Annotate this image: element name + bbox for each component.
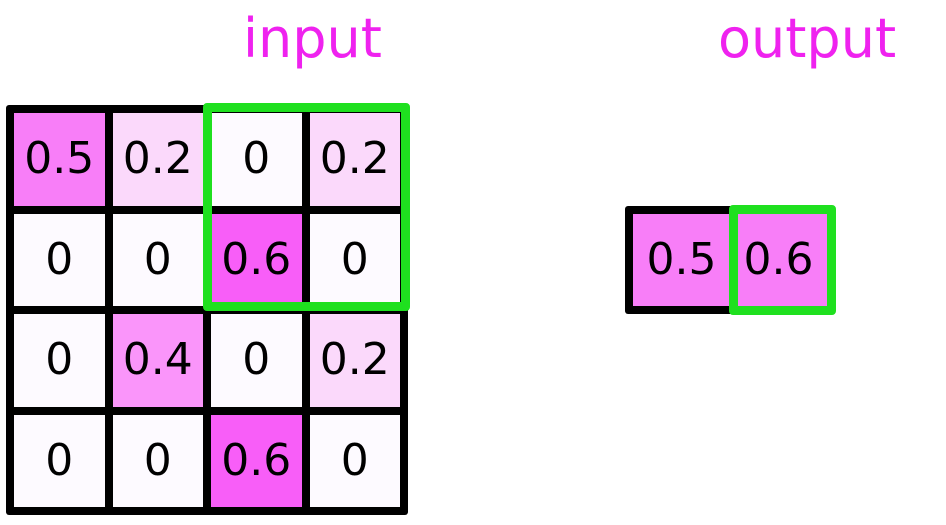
input-cell[interactable]: 0 — [309, 414, 400, 507]
input-cell[interactable]: 0.2 — [309, 113, 400, 206]
input-cell[interactable]: 0 — [14, 414, 105, 507]
input-cell[interactable]: 0 — [211, 314, 302, 407]
input-cell[interactable]: 0.6 — [211, 213, 302, 306]
output-cell[interactable]: 0.5 — [633, 214, 730, 306]
input-cell[interactable]: 0 — [14, 213, 105, 306]
input-cell[interactable]: 0 — [211, 113, 302, 206]
input-cell[interactable]: 0 — [112, 414, 203, 507]
input-matrix: 0.5 0.2 0 0.2 0 0 0.6 0 0 0.4 0 0.2 0 0 … — [6, 105, 408, 515]
input-title: input — [243, 7, 382, 70]
input-cell[interactable]: 0.6 — [211, 414, 302, 507]
input-cell[interactable]: 0.2 — [309, 314, 400, 407]
output-title: output — [718, 7, 897, 70]
input-cell[interactable]: 0 — [112, 213, 203, 306]
input-cell[interactable]: 0.2 — [112, 113, 203, 206]
input-cell[interactable]: 0.4 — [112, 314, 203, 407]
input-cell[interactable]: 0 — [309, 213, 400, 306]
output-cell[interactable]: 0.6 — [730, 214, 827, 306]
input-cell[interactable]: 0.5 — [14, 113, 105, 206]
input-cell[interactable]: 0 — [14, 314, 105, 407]
output-matrix: 0.5 0.6 — [625, 206, 835, 314]
